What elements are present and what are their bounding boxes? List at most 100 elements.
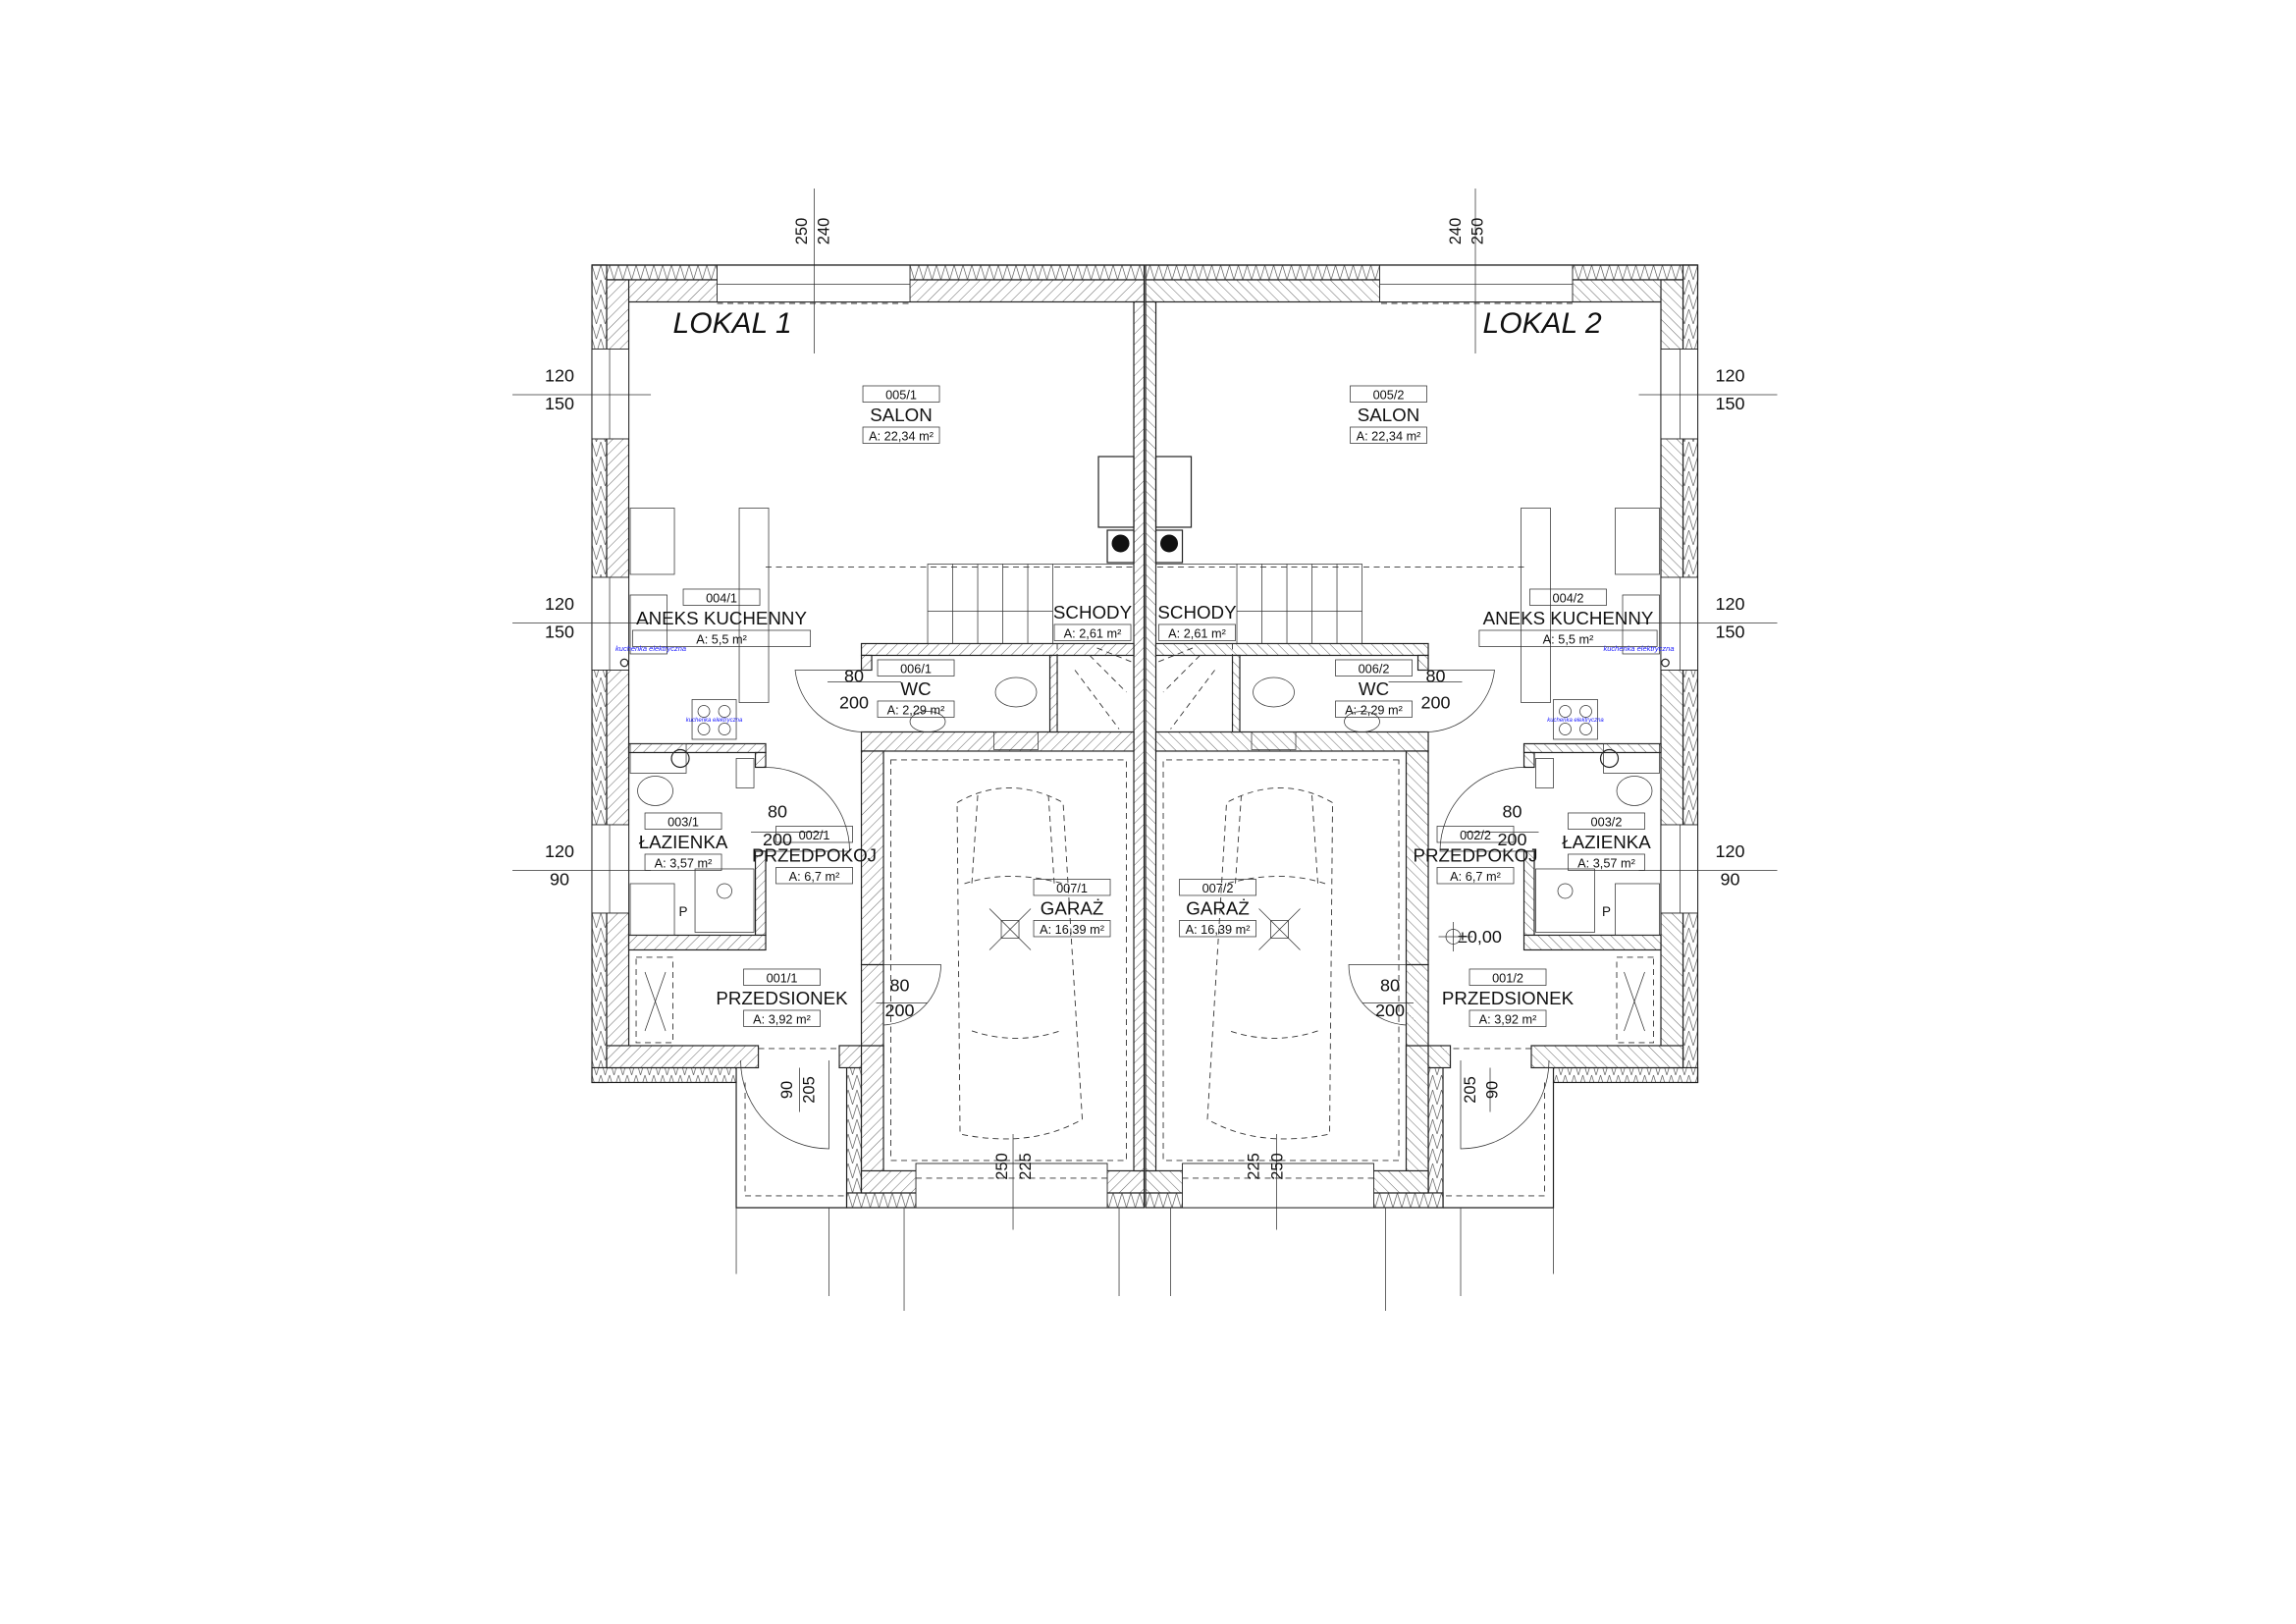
room-number-box — [775, 826, 853, 843]
room-number-box — [1468, 968, 1547, 986]
room-area-box — [1350, 426, 1427, 444]
room-area-przedsionek: A: 3,92 m² — [1479, 1011, 1537, 1026]
room-name-salon: SALON — [870, 405, 933, 425]
room-area-wc: A: 2,29 m² — [887, 702, 945, 717]
stove-label: kuchenka elektryczna — [615, 644, 686, 653]
top-window-width: 250 — [1469, 218, 1487, 245]
level-mark: ±0,00 — [1458, 927, 1502, 947]
room-area-box — [862, 426, 940, 444]
room-number-box — [1529, 588, 1607, 606]
room-number-przedsionek: 001/1 — [767, 970, 798, 985]
room-number-garaz: 007/1 — [1056, 881, 1088, 895]
wc_door-height: 200 — [839, 692, 869, 712]
room-area-salon: A: 22,34 m² — [869, 428, 934, 443]
side_window_2-height: 150 — [1715, 622, 1744, 641]
room-area-box — [1568, 853, 1645, 871]
room-number-lazienka: 003/1 — [667, 814, 699, 829]
room-name-przedpokoj: PRZEDPOKOJ — [752, 844, 877, 865]
entrance-door-width: 90 — [1484, 1081, 1502, 1099]
room-name-garaz: GARAŻ — [1186, 897, 1250, 918]
side_window_2-width: 120 — [1715, 594, 1744, 614]
garage-door-width: 250 — [1269, 1153, 1287, 1180]
level-mark-symbol — [1438, 921, 1473, 951]
room-area-salon: A: 22,34 m² — [1357, 428, 1421, 443]
side_window_2-height: 150 — [545, 622, 574, 641]
unit-1-geometry — [511, 188, 1146, 1312]
room-number-lazienka: 003/2 — [1591, 814, 1623, 829]
room-number-salon: 005/1 — [885, 387, 917, 402]
garage_inner_door-width: 80 — [1380, 975, 1400, 995]
room-area-przedpokoj: A: 6,7 m² — [1450, 869, 1501, 884]
room-name-garaz: GARAŻ — [1041, 897, 1104, 918]
side_window_1-height: 150 — [1715, 394, 1744, 413]
room-name-przedsionek: PRZEDSIONEK — [716, 988, 848, 1008]
room-number-box — [862, 385, 940, 403]
room-name-wc: WC — [900, 678, 931, 699]
side_window_1-width: 120 — [1715, 365, 1744, 385]
side_window_2-width: 120 — [545, 594, 574, 614]
room-number-aneks-kuchenny: 004/2 — [1553, 590, 1584, 605]
room-name-aneks-kuchenny: ANEKS KUCHENNY — [636, 608, 807, 628]
room-name-lazienka: ŁAZIENKA — [1562, 832, 1651, 852]
room-area-box — [1436, 867, 1515, 885]
room-area-przedsionek: A: 3,92 m² — [753, 1011, 811, 1026]
room-area-box — [1468, 1009, 1547, 1027]
side_window_3-width: 120 — [545, 841, 574, 861]
room-number-wc: 006/2 — [1359, 661, 1390, 676]
room-number-box — [1568, 812, 1645, 830]
room-area-box — [1179, 920, 1256, 938]
garage_inner_door-height: 200 — [885, 1001, 915, 1020]
garage-door-width: 250 — [993, 1153, 1011, 1180]
room-number-aneks-kuchenny: 004/1 — [706, 590, 737, 605]
side_window_1-width: 120 — [545, 365, 574, 385]
room-number-box — [644, 812, 722, 830]
room-area-aneks-kuchenny: A: 5,5 m² — [1543, 631, 1594, 646]
room-name-schody: SCHODY — [1053, 602, 1133, 623]
room-number-box — [1350, 385, 1427, 403]
wc_door-width: 80 — [1426, 666, 1446, 685]
cooktop-label: kuchenka elektryczna — [1547, 718, 1604, 724]
room-name-wc: WC — [1359, 678, 1389, 699]
room-area-schody: A: 2,61 m² — [1064, 625, 1122, 640]
side_window_1-height: 150 — [545, 394, 574, 413]
stove-label: kuchenka elektryczna — [1604, 644, 1675, 653]
garage_inner_door-width: 80 — [890, 975, 910, 995]
side_window_3-height: 90 — [550, 869, 569, 889]
wc_door-width: 80 — [844, 666, 864, 685]
room-area-box — [1033, 920, 1111, 938]
room-area-przedpokoj: A: 6,7 m² — [789, 869, 840, 884]
unit-2-geometry — [1145, 188, 1779, 1312]
room-area-garaz: A: 16,39 m² — [1186, 922, 1251, 937]
room-name-schody: SCHODY — [1157, 602, 1237, 623]
top-window-height: 240 — [816, 218, 833, 245]
room-area-lazienka: A: 3,57 m² — [655, 855, 713, 870]
cooktop-label: kuchenka elektryczna — [686, 718, 743, 724]
bath_door-width: 80 — [768, 801, 787, 821]
room-area-garaz: A: 16,39 m² — [1040, 922, 1104, 937]
room-number-wc: 006/1 — [900, 661, 932, 676]
room-area-box — [1335, 700, 1413, 718]
closet-label: P — [679, 904, 688, 919]
room-area-aneks-kuchenny: A: 5,5 m² — [696, 631, 747, 646]
entrance-door-width: 90 — [778, 1081, 796, 1099]
room-area-box — [1478, 629, 1658, 647]
room-area-wc: A: 2,29 m² — [1345, 702, 1403, 717]
room-number-salon: 005/2 — [1373, 387, 1405, 402]
garage-door-height: 225 — [1017, 1153, 1035, 1180]
room-area-box — [644, 853, 722, 871]
side_window_3-width: 120 — [1715, 841, 1744, 861]
side_window_3-height: 90 — [1720, 869, 1739, 889]
room-name-przedpokoj: PRZEDPOKOJ — [1414, 844, 1538, 865]
room-name-lazienka: ŁAZIENKA — [639, 832, 728, 852]
entrance-door-height: 205 — [801, 1076, 819, 1104]
bath_door-height: 200 — [1498, 830, 1527, 849]
top-window-height: 240 — [1447, 218, 1465, 245]
room-number-box — [682, 588, 761, 606]
room-name-przedsionek: PRZEDSIONEK — [1442, 988, 1575, 1008]
unit-title-1: LOKAL 1 — [673, 307, 792, 340]
room-number-box — [1033, 879, 1111, 896]
closet-label: P — [1602, 904, 1611, 919]
room-name-salon: SALON — [1358, 405, 1420, 425]
room-area-box — [1158, 623, 1236, 641]
